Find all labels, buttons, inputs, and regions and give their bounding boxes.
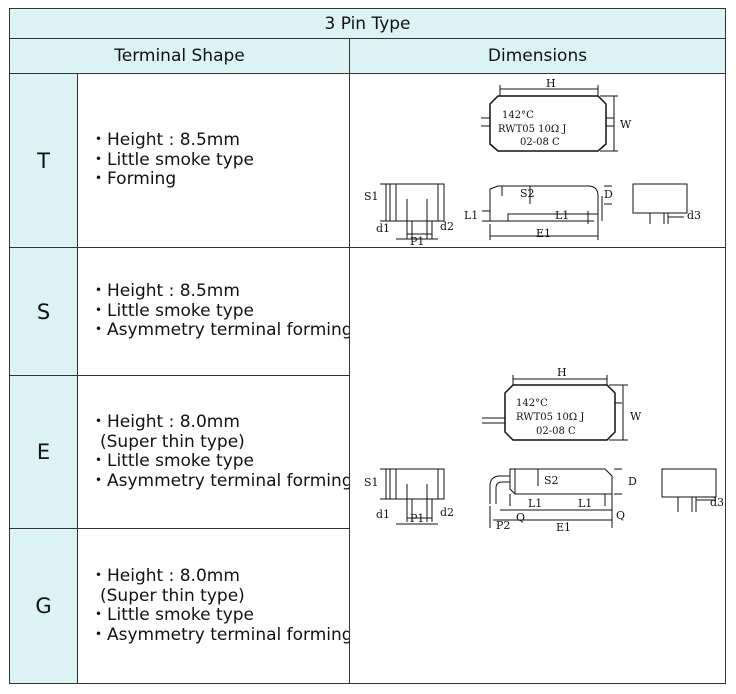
dim-label-s1: S1 — [364, 190, 379, 203]
dim-label-q-right: Q — [616, 509, 625, 522]
table-title: 3 Pin Type — [9, 8, 726, 39]
row-code-t: T — [9, 73, 78, 248]
dim-label-l1-right: L1 — [578, 497, 592, 510]
dim-label-h: H — [557, 366, 567, 379]
desc-line: ・Height : 8.5mm — [90, 281, 240, 302]
dim-label-l1-left: L1 — [464, 209, 478, 222]
row-code-text: E — [36, 440, 51, 464]
dimension-drawing-bottom: H W 142°C RWT05 10Ω J 02-08 C S1 d1 d2 P… — [364, 366, 724, 534]
row-desc-g: ・Height : 8.0mm (Super thin type) ・Littl… — [77, 528, 353, 684]
desc-line: ・Little smoke type — [90, 149, 255, 170]
marking-temp: 142°C — [502, 110, 534, 121]
desc-line: ・Asymmetry terminal forming — [90, 470, 353, 491]
row-code-s: S — [9, 247, 78, 376]
dim-label-s2: S2 — [520, 187, 535, 200]
dim-label-s1: S1 — [364, 476, 379, 489]
dimensions-cell-seg: H W 142°C RWT05 10Ω J 02-08 C S1 d1 d2 P… — [349, 247, 726, 684]
col-header-dimensions-text: Dimensions — [487, 46, 588, 66]
dim-label-p2: P2 — [496, 519, 510, 532]
dim-label-d1: d1 — [376, 508, 390, 521]
row-code-text: G — [35, 594, 52, 618]
desc-line: ・Little smoke type — [90, 451, 255, 471]
row-code-text: S — [36, 299, 51, 324]
dim-label-l1-left: L1 — [528, 497, 542, 510]
row-code-g: G — [9, 528, 78, 684]
desc-line: ・Little smoke type — [90, 300, 255, 321]
marking-line3: 02-08 C — [520, 137, 560, 148]
row-code-text: T — [37, 148, 50, 173]
desc-line: ・Forming — [90, 169, 177, 190]
desc-line: ・Asymmetry terminal forming — [90, 320, 353, 341]
col-header-dimensions: Dimensions — [349, 38, 726, 74]
dim-label-d3: d3 — [687, 209, 701, 222]
dim-label-d1: d1 — [376, 222, 390, 235]
dim-label-w: W — [630, 410, 642, 423]
marking-line2: RWT05 10Ω J — [498, 124, 566, 135]
desc-line: ・Height : 8.0mm — [90, 566, 240, 586]
spec-table: 3 Pin Type Terminal Shape Dimensions T ・… — [9, 8, 726, 684]
dim-label-d2: d2 — [440, 220, 454, 233]
desc-line: ・Asymmetry terminal forming — [90, 624, 353, 645]
table-title-text: 3 Pin Type — [324, 13, 411, 34]
dim-label-e1: E1 — [556, 521, 571, 534]
dim-label-d2: d2 — [440, 506, 454, 519]
marking-temp: 142°C — [516, 398, 548, 409]
col-header-terminal-shape-text: Terminal Shape — [114, 46, 245, 66]
dim-label-p1: P1 — [410, 235, 424, 247]
marking-line3: 02-08 C — [536, 426, 576, 437]
marking-line2: RWT05 10Ω J — [516, 412, 584, 423]
dim-label-w: W — [620, 118, 632, 131]
dim-label-p1: P1 — [410, 512, 424, 525]
dim-label-q-left: Q — [516, 511, 525, 524]
dim-label-s2: S2 — [544, 474, 559, 487]
desc-line: (Super thin type) — [100, 431, 245, 452]
col-header-terminal-shape: Terminal Shape — [9, 38, 350, 74]
desc-line: ・Little smoke type — [90, 605, 255, 625]
dimensions-cell-t: H W 142°C RWT05 10Ω J 02-08 C S1 d1 d2 P… — [349, 73, 726, 248]
row-desc-t: ・Height : 8.5mm ・Little smoke type ・Form… — [77, 73, 350, 248]
dim-label-l1-right: L1 — [555, 209, 569, 222]
dim-label-d: D — [628, 475, 637, 488]
dim-label-e1: E1 — [536, 227, 551, 240]
dim-label-d3: d3 — [710, 496, 724, 509]
dimension-drawing-top: H W 142°C RWT05 10Ω J 02-08 C S1 d1 d2 P… — [364, 77, 701, 248]
row-desc-s: ・Height : 8.5mm ・Little smoke type ・Asym… — [77, 247, 353, 376]
row-code-e: E — [9, 375, 78, 529]
dim-label-d: D — [604, 188, 613, 201]
desc-line: (Super thin type) — [100, 585, 245, 606]
desc-line: ・Height : 8.5mm — [90, 130, 240, 151]
dim-label-h: H — [546, 77, 556, 90]
row-desc-e: ・Height : 8.0mm (Super thin type) ・Littl… — [77, 375, 353, 529]
desc-line: ・Height : 8.0mm — [90, 412, 240, 432]
